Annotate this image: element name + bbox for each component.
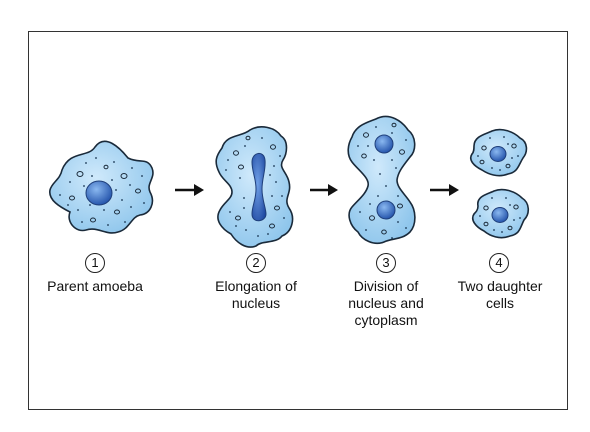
- dividing-amoeba: [347, 115, 416, 245]
- stage-3-caption: Division of nucleus and cytoplasm: [336, 278, 436, 329]
- upper-nucleus: [374, 134, 394, 154]
- stage-2-caption: Elongation of nucleus: [200, 278, 312, 312]
- caption-line: nucleus: [231, 295, 281, 311]
- caption-line: Two daughter: [457, 278, 543, 294]
- caption-line: cells: [485, 295, 514, 311]
- lower-nucleus: [376, 200, 396, 220]
- dividing-cytoplasm: [347, 115, 416, 245]
- stage-1-caption: Parent amoeba: [40, 278, 150, 295]
- upper-daughter-cell: [469, 128, 528, 177]
- caption-line: Parent amoeba: [47, 278, 143, 294]
- parent-granules: [59, 157, 145, 226]
- stage-4-caption: Two daughter cells: [450, 278, 550, 312]
- caption-line: cytoplasm: [354, 312, 418, 328]
- stage-2-number: 2: [246, 253, 266, 273]
- parent-amoeba: [49, 140, 154, 234]
- elongating-cytoplasm: [215, 126, 294, 248]
- stage-1-number: 1: [85, 253, 105, 273]
- elongating-amoeba: [215, 126, 294, 248]
- elongating-vacuoles: [233, 135, 280, 229]
- elongating-granules: [225, 137, 285, 237]
- stage-4-number: 4: [489, 253, 509, 273]
- daughter-cells: [469, 128, 530, 239]
- dividing-granules: [357, 126, 407, 239]
- caption-line: Elongation of: [215, 278, 297, 294]
- parent-vacuoles: [69, 164, 141, 223]
- stage-3-number: 3: [376, 253, 396, 273]
- parent-nucleus: [85, 180, 113, 206]
- dividing-vacuoles: [361, 122, 405, 235]
- caption-line: Division of: [353, 278, 419, 294]
- arrow-right-icon: [430, 184, 459, 196]
- elongated-nucleus: [251, 153, 267, 222]
- caption-line: nucleus and: [348, 295, 424, 311]
- lower-daughter-cell: [471, 188, 530, 239]
- arrow-right-icon: [175, 184, 204, 196]
- arrow-right-icon: [310, 184, 338, 196]
- diagram-frame: [28, 31, 568, 410]
